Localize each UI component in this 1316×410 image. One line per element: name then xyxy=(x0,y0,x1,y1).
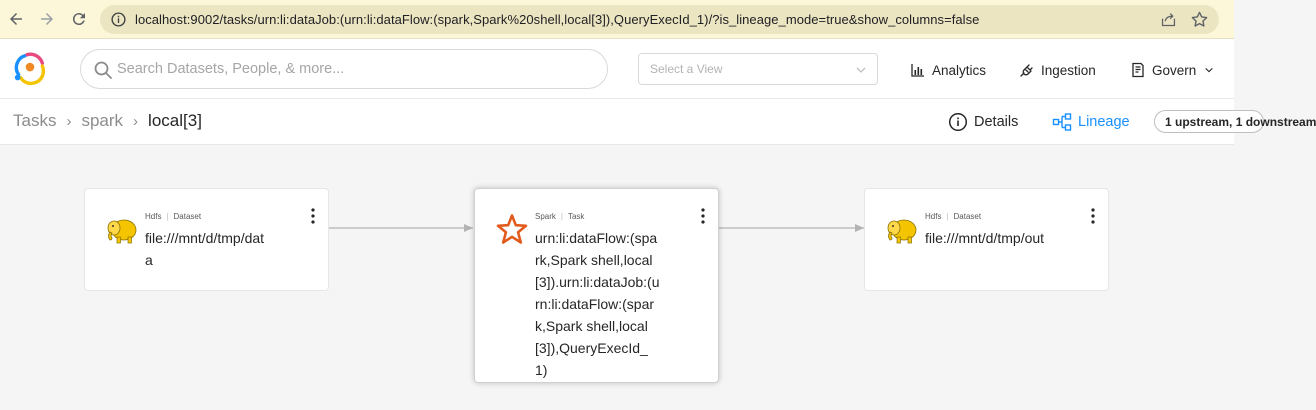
spark-star-icon xyxy=(496,214,528,244)
node-meta: Spark | Task xyxy=(535,212,584,221)
lineage-node-downstream-dataset[interactable]: Hdfs | Dataset file:///mnt/d/tmp/out xyxy=(864,188,1109,291)
breadcrumb: Tasks › spark › local[3] xyxy=(13,111,202,131)
bookmark-star-icon[interactable] xyxy=(1190,10,1209,29)
search-icon xyxy=(94,61,112,79)
view-select[interactable]: Select a View xyxy=(638,53,878,85)
node-name[interactable]: file:///mnt/d/tmp/out xyxy=(925,230,1045,246)
ingestion-label: Ingestion xyxy=(1041,62,1096,78)
lineage-canvas[interactable]: Hdfs | Dataset file:///mnt/d/tmp/data Spar… xyxy=(0,145,1234,410)
back-button[interactable] xyxy=(5,8,27,30)
view-select-placeholder: Select a View xyxy=(650,62,723,76)
more-options-icon[interactable] xyxy=(306,207,320,225)
node-type: Dataset xyxy=(173,212,202,221)
breadcrumb-separator-icon: › xyxy=(133,112,139,130)
node-type: Dataset xyxy=(953,212,982,221)
lineage-node-task[interactable]: Spark | Task urn:li:dataFlow:(spark,Spark … xyxy=(474,188,719,383)
details-label: Details xyxy=(974,114,1019,130)
details-button[interactable]: Details xyxy=(948,112,1018,132)
info-icon[interactable] xyxy=(110,11,127,28)
document-check-icon xyxy=(1132,62,1144,78)
bar-chart-icon xyxy=(911,64,924,77)
analytics-link[interactable]: Analytics xyxy=(910,61,986,79)
forward-arrow-icon xyxy=(41,13,53,25)
forward-button[interactable] xyxy=(36,8,58,30)
more-options-icon[interactable] xyxy=(1086,207,1100,225)
search-bar[interactable] xyxy=(80,49,608,89)
ingestion-link[interactable]: Ingestion xyxy=(1019,61,1096,79)
upstream-count-badge[interactable]: 1 upstream, 1 downstream xyxy=(1154,110,1316,133)
back-arrow-icon xyxy=(10,13,22,25)
breadcrumb-item-current: local[3] xyxy=(148,111,202,130)
reload-icon xyxy=(72,13,85,26)
browser-toolbar: localhost:9002/tasks/urn:li:dataJob:(urn… xyxy=(0,0,1234,39)
meta-divider: | xyxy=(946,212,949,221)
node-platform: Hdfs xyxy=(145,212,162,221)
hadoop-elephant-icon xyxy=(107,219,137,244)
app-header: Select a View Analytics Ingestion Govern xyxy=(0,39,1234,99)
node-meta: Hdfs | Dataset xyxy=(145,212,201,221)
node-name[interactable]: urn:li:dataFlow:(spark,Spark shell,local… xyxy=(535,230,660,378)
node-meta: Hdfs | Dataset xyxy=(925,212,981,221)
node-type: Task xyxy=(567,212,585,221)
govern-menu[interactable]: Govern xyxy=(1130,61,1220,79)
url-text[interactable]: localhost:9002/tasks/urn:li:dataJob:(urn… xyxy=(135,12,980,27)
node-name[interactable]: file:///mnt/d/tmp/data xyxy=(145,230,265,268)
datahub-logo-icon[interactable] xyxy=(11,49,49,87)
breadcrumb-separator-icon: › xyxy=(66,112,72,130)
hadoop-elephant-icon xyxy=(887,219,917,244)
info-circle-icon xyxy=(948,112,968,132)
analytics-label: Analytics xyxy=(932,62,987,78)
plug-icon xyxy=(1020,64,1033,77)
meta-divider: | xyxy=(560,212,563,221)
chevron-down-icon xyxy=(856,67,866,73)
lineage-graph-icon xyxy=(1052,113,1072,131)
node-platform: Spark xyxy=(535,212,556,221)
entity-subheader: Tasks › spark › local[3] Details Lineage… xyxy=(0,99,1316,145)
chevron-down-icon xyxy=(1205,67,1213,73)
address-bar[interactable]: localhost:9002/tasks/urn:li:dataJob:(urn… xyxy=(100,5,1219,34)
lineage-edges xyxy=(328,224,864,232)
breadcrumb-item-spark[interactable]: spark xyxy=(81,111,124,130)
reload-button[interactable] xyxy=(68,8,90,30)
lineage-button[interactable]: Lineage xyxy=(1052,112,1130,132)
meta-divider: | xyxy=(166,212,169,221)
lineage-label: Lineage xyxy=(1078,114,1130,130)
lineage-node-upstream-dataset[interactable]: Hdfs | Dataset file:///mnt/d/tmp/data xyxy=(84,188,329,291)
share-icon[interactable] xyxy=(1160,11,1177,28)
search-input[interactable] xyxy=(117,50,597,88)
breadcrumb-item-tasks[interactable]: Tasks xyxy=(13,111,57,130)
govern-label: Govern xyxy=(1152,62,1197,78)
node-platform: Hdfs xyxy=(925,212,942,221)
more-options-icon[interactable] xyxy=(696,207,710,225)
